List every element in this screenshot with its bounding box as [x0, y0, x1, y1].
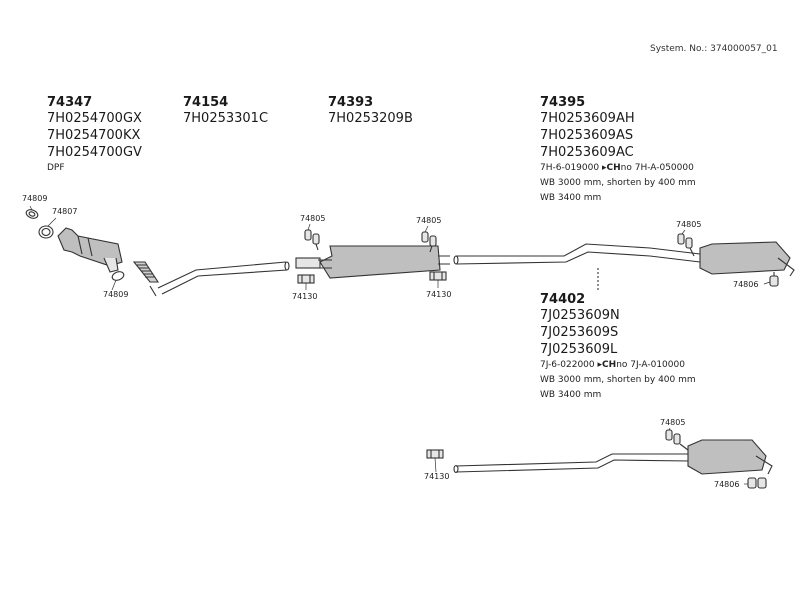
hanger-74805-a-icon	[304, 229, 320, 251]
oem-number: 7H0253301C	[183, 111, 269, 126]
part-number: 74154	[183, 95, 229, 110]
group-74395: 74395 7H0253609AH 7H0253609AS 7H0253609A…	[540, 95, 696, 206]
group-74402: 74402 7J0253609N 7J0253609S 7J0253609L 7…	[540, 292, 696, 403]
chassis-from: 7J-6-022000	[540, 360, 595, 370]
callout-74805: 74805	[676, 220, 702, 229]
wheelbase-note: WB 3000 mm, shorten by 400 mm	[540, 375, 696, 385]
callout-74806: 74806	[733, 280, 759, 289]
wheelbase-note: WB 3000 mm, shorten by 400 mm	[540, 178, 696, 188]
oem-number: 7J0253609N	[540, 308, 620, 323]
flex-pipe-74154-icon	[132, 261, 160, 297]
oem-number: 7J0253609L	[540, 342, 618, 357]
ch-no: no	[616, 360, 628, 370]
oem-number: 7H0253609AC	[540, 145, 634, 160]
part-number: 74347	[47, 95, 93, 110]
rear-pipe-74402-icon	[453, 453, 691, 474]
dpf-note: DPF	[47, 163, 65, 173]
chassis-range: 7J-6-022000 ▸CHno 7J-A-010000	[540, 358, 696, 373]
wheelbase-note: WB 3400 mm	[540, 390, 602, 400]
oem-number: 7J0253609S	[540, 325, 619, 340]
wheelbase-note: WB 3400 mm	[540, 193, 602, 203]
callout-74130: 74130	[426, 290, 452, 299]
ch-marker: CH	[602, 360, 617, 370]
hanger-74806-a-icon	[769, 272, 779, 287]
callout-74809: 74809	[22, 194, 48, 203]
callout-74130: 74130	[424, 472, 450, 481]
oem-number: 7H0254700KX	[47, 128, 141, 143]
callout-74805: 74805	[416, 216, 442, 225]
group-74154: 74154 7H0253301C	[183, 95, 268, 127]
part-number: 74402	[540, 292, 586, 307]
callout-74807: 74807	[52, 207, 78, 216]
chassis-range: 7H-6-019000 ▸CHno 7H-A-050000	[540, 161, 696, 176]
chassis-from: 7H-6-019000	[540, 163, 600, 173]
chassis-to: 7H-A-050000	[634, 163, 694, 173]
dpf-74347-icon	[57, 227, 123, 273]
ch-marker-icon: ▸	[597, 360, 603, 370]
clamp-74130-right-icon	[429, 271, 447, 281]
clamp-74809-lower-icon	[111, 271, 125, 281]
oem-number: 7H0254700GV	[47, 145, 142, 160]
rear-silencer-74402-icon	[687, 439, 773, 475]
callout-74130: 74130	[292, 292, 318, 301]
clamp-74130-lower-icon	[426, 449, 444, 459]
ch-marker: CH	[606, 163, 621, 173]
clamp-74130-left-icon	[297, 274, 315, 284]
oem-number: 7H0253609AS	[540, 128, 634, 143]
hanger-74806-b-icon	[747, 477, 767, 489]
oem-number: 7H0253209B	[328, 111, 413, 126]
ch-no: no	[620, 163, 632, 173]
middle-silencer-74393-icon	[318, 245, 450, 279]
callout-74805: 74805	[300, 214, 326, 223]
gasket-74807-icon	[38, 225, 54, 239]
ch-marker-icon: ▸	[601, 163, 607, 173]
group-74347: 74347 7H0254700GX 7H0254700KX 7H0254700G…	[47, 95, 142, 176]
oem-number: 7H0253609AH	[540, 111, 635, 126]
hanger-74805-c-icon	[677, 233, 695, 257]
callout-74809: 74809	[103, 290, 129, 299]
system-number: System. No.: 374000057_01	[650, 44, 778, 54]
part-number: 74393	[328, 95, 374, 110]
part-number: 74395	[540, 95, 586, 110]
clamp-74809-upper-icon	[25, 209, 39, 219]
front-pipe-icon	[157, 261, 290, 295]
group-74393: 74393 7H0253209B	[328, 95, 413, 127]
rear-silencer-74395-icon	[699, 241, 795, 277]
leader-lines	[29, 205, 771, 485]
hanger-74805-d-icon	[665, 429, 689, 451]
oem-number: 7H0254700GX	[47, 111, 142, 126]
callout-74806: 74806	[714, 480, 740, 489]
pipe-joint-icon	[295, 257, 321, 269]
chassis-to: 7J-A-010000	[630, 360, 685, 370]
rear-pipe-74395-icon	[453, 243, 701, 265]
callout-74805: 74805	[660, 418, 686, 427]
